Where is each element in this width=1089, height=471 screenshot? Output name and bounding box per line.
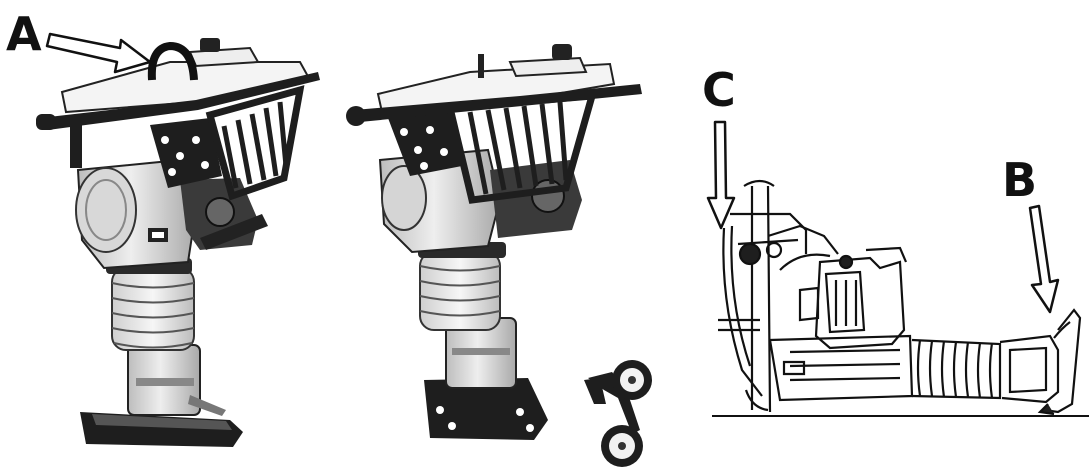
arrow-a-icon bbox=[45, 32, 152, 74]
rammer-side-view-horizontal bbox=[712, 179, 1089, 417]
rammer-front-view bbox=[36, 38, 320, 447]
lifting-handle bbox=[147, 41, 198, 81]
wheel-upper bbox=[612, 360, 652, 400]
handle-cage-front bbox=[205, 85, 305, 201]
callout-label-b: B bbox=[1002, 153, 1037, 207]
wheel-lower bbox=[601, 425, 643, 467]
bellows-rear bbox=[419, 251, 501, 331]
wheel-kit bbox=[584, 360, 652, 467]
arrow-c-icon bbox=[706, 120, 736, 230]
arrow-b-icon bbox=[1028, 204, 1060, 314]
fuel-tank-rear bbox=[376, 44, 616, 114]
callout-label-a: A bbox=[6, 7, 42, 61]
callout-label-c: C bbox=[702, 63, 736, 117]
bellows-front bbox=[111, 267, 195, 351]
rammer-rear-view bbox=[346, 44, 642, 440]
bellows-side bbox=[911, 338, 1002, 400]
